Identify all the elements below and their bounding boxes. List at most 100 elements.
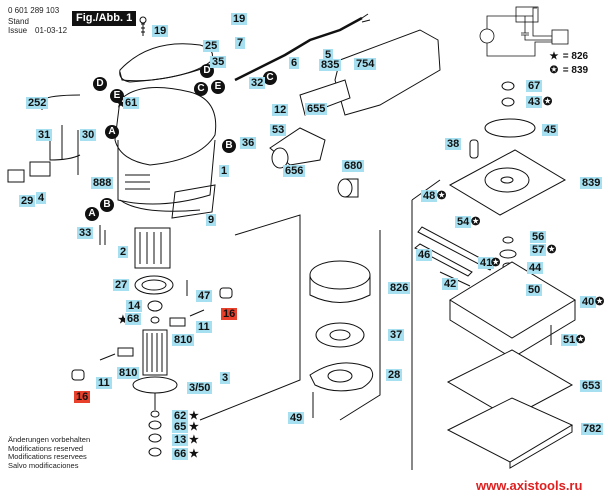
part-number: 0 601 289 103 (8, 6, 60, 15)
part-label-835[interactable]: 835 (319, 59, 342, 71)
star-icon: ★ (189, 448, 199, 460)
legend: ★ = 826 ✪ = 839 (548, 50, 589, 78)
modification-notes: Änderungen vorbehalten Modifications res… (8, 435, 91, 470)
part-label-48[interactable]: 48 (421, 190, 438, 202)
star-icon: ★ (189, 410, 199, 422)
part-label-2[interactable]: 2 (118, 246, 129, 258)
legend-item-839: ✪ = 839 (549, 65, 589, 76)
star-icon: ★ (549, 51, 559, 62)
part-label-4[interactable]: 4 (36, 192, 47, 204)
connector-b-2: B (100, 198, 114, 212)
part-label-51[interactable]: 51 (561, 334, 578, 346)
part-label-50[interactable]: 50 (526, 284, 543, 296)
part-label-33[interactable]: 33 (77, 227, 94, 239)
star-circle-icon: ✪ (549, 65, 559, 76)
connector-e: E (110, 89, 124, 103)
part-label-41[interactable]: 41 (478, 257, 495, 269)
star-circle-icon: ✪ (471, 216, 481, 228)
star-icon: ★ (116, 98, 126, 110)
part-label-19b[interactable]: 19 (231, 13, 248, 25)
part-label-29[interactable]: 29 (19, 195, 36, 207)
part-label-5[interactable]: 5 (323, 49, 334, 61)
part-label-754[interactable]: 754 (354, 58, 377, 70)
part-label-45[interactable]: 45 (542, 124, 559, 136)
part-label-47[interactable]: 47 (196, 290, 213, 302)
part-label-25[interactable]: 25 (203, 40, 220, 52)
watermark-url[interactable]: www.axistools.ru (476, 478, 583, 493)
part-label-35[interactable]: 35 (210, 56, 227, 68)
stand-label: Stand (8, 17, 29, 26)
part-label-16b-highlighted[interactable]: 16 (74, 391, 91, 403)
connector-c-2: C (263, 71, 277, 85)
connector-e-2: E (211, 80, 225, 94)
issue-date: 01-03-12 (35, 26, 68, 35)
part-label-28[interactable]: 28 (386, 369, 403, 381)
connector-a: A (105, 125, 119, 139)
part-label-810b[interactable]: 810 (117, 367, 140, 379)
part-label-3-50[interactable]: 3/50 (187, 382, 213, 394)
part-label-30[interactable]: 30 (80, 129, 97, 141)
part-label-11b[interactable]: 11 (96, 377, 112, 389)
part-label-66[interactable]: 66 (172, 448, 189, 460)
part-label-43[interactable]: 43 (526, 96, 543, 108)
star-circle-icon: ✪ (595, 296, 605, 308)
part-label-42[interactable]: 42 (442, 278, 459, 290)
part-label-65[interactable]: 65 (172, 421, 189, 433)
part-label-27[interactable]: 27 (113, 279, 130, 291)
wiring-schematic (479, 6, 569, 57)
star-circle-icon: ✪ (491, 257, 501, 269)
part-label-56[interactable]: 56 (530, 231, 547, 243)
part-label-7[interactable]: 7 (235, 37, 246, 49)
connector-c: C (194, 82, 208, 96)
part-label-46[interactable]: 46 (416, 249, 433, 261)
star-circle-icon: ✪ (437, 190, 447, 202)
part-label-12[interactable]: 12 (272, 104, 289, 116)
star-circle-icon: ✪ (547, 244, 557, 256)
part-label-6[interactable]: 6 (289, 57, 300, 69)
star-icon: ★ (189, 434, 199, 446)
part-label-1[interactable]: 1 (219, 165, 230, 177)
star-icon: ★ (189, 421, 199, 433)
issue-label: Issue (8, 26, 28, 35)
part-label-656[interactable]: 656 (283, 165, 306, 177)
part-label-13[interactable]: 13 (172, 434, 189, 446)
part-label-3[interactable]: 3 (220, 372, 231, 384)
part-label-49[interactable]: 49 (288, 412, 305, 424)
part-label-252[interactable]: 252 (26, 97, 49, 109)
star-icon: ★ (118, 314, 128, 326)
part-label-54[interactable]: 54 (455, 216, 472, 228)
part-label-839[interactable]: 839 (580, 177, 603, 189)
part-label-38[interactable]: 38 (445, 138, 462, 150)
part-label-782[interactable]: 782 (581, 423, 604, 435)
part-label-653[interactable]: 653 (580, 380, 603, 392)
connector-d: D (93, 77, 107, 91)
part-label-680[interactable]: 680 (342, 160, 365, 172)
part-label-57[interactable]: 57 (530, 244, 547, 256)
part-label-53[interactable]: 53 (270, 124, 287, 136)
part-label-9[interactable]: 9 (206, 214, 217, 226)
part-label-14[interactable]: 14 (126, 300, 143, 312)
part-label-40[interactable]: 40 (580, 296, 597, 308)
part-label-11[interactable]: 11 (196, 321, 212, 333)
part-label-16-highlighted[interactable]: 16 (221, 308, 238, 320)
part-label-888[interactable]: 888 (91, 177, 114, 189)
part-label-32[interactable]: 32 (249, 77, 266, 89)
part-label-62[interactable]: 62 (172, 410, 189, 422)
legend-item-826: ★ = 826 (549, 51, 589, 62)
star-circle-icon: ✪ (576, 334, 586, 346)
part-label-826[interactable]: 826 (388, 282, 411, 294)
part-label-67[interactable]: 67 (526, 80, 543, 92)
part-label-61[interactable]: 61 (123, 97, 140, 109)
figure-title: Fig./Abb. 1 (72, 11, 137, 26)
connector-b: B (222, 139, 236, 153)
part-label-68[interactable]: 68 (125, 313, 142, 325)
star-circle-icon: ✪ (543, 96, 553, 108)
part-label-44[interactable]: 44 (527, 262, 544, 274)
part-label-37[interactable]: 37 (388, 329, 405, 341)
part-label-31[interactable]: 31 (36, 129, 53, 141)
part-label-655[interactable]: 655 (305, 103, 328, 115)
part-label-810[interactable]: 810 (172, 334, 195, 346)
part-label-19[interactable]: 19 (152, 25, 169, 37)
part-label-36[interactable]: 36 (240, 137, 257, 149)
